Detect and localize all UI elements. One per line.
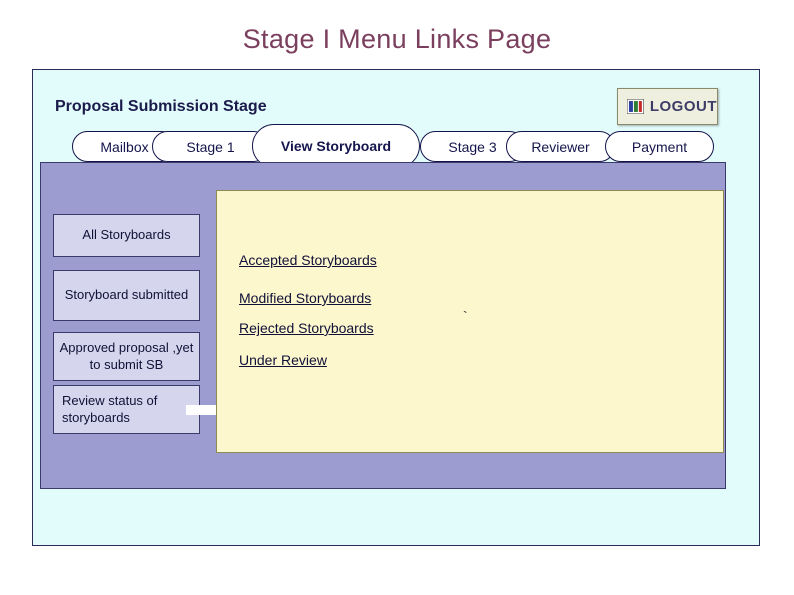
logout-label: LOGOUT (649, 98, 717, 115)
menu-button-label: All Storyboards (82, 227, 171, 243)
content-link-rejected-storyboards[interactable]: Rejected Storyboards (239, 320, 374, 336)
content-link-accepted-storyboards[interactable]: Accepted Storyboards (239, 252, 377, 268)
nav-tab-label: Reviewer (531, 138, 590, 155)
nav-tab-reviewer[interactable]: Reviewer (506, 131, 615, 162)
flag-icon (627, 99, 644, 114)
nav-tab-label: View Storyboard (280, 137, 392, 154)
menu-button-label: Review status of storyboards (62, 393, 158, 425)
section-heading: Proposal Submission Stage (55, 98, 267, 115)
menu-button-storyboard-submitted[interactable]: Storyboard submitted (53, 270, 200, 321)
nav-tab-payment[interactable]: Payment (605, 131, 714, 162)
menu-button-all-storyboards[interactable]: All Storyboards (53, 214, 200, 257)
nav-tab-label: Mailbox (100, 138, 149, 155)
menu-button-label: Approved proposal ,yet to submit SB (59, 340, 194, 372)
nav-tab-label: Stage 1 (186, 138, 235, 155)
menu-button-review-status[interactable]: Review status of storyboards (53, 385, 200, 434)
nav-tab-stage-1[interactable]: Stage 1 (152, 131, 269, 162)
content-panel (216, 190, 724, 453)
nav-tab-view-storyboard[interactable]: View Storyboard (252, 124, 420, 168)
menu-button-approved-proposal[interactable]: Approved proposal ,yet to submit SB (53, 332, 200, 381)
logout-button[interactable]: LOGOUT (617, 88, 718, 125)
content-link-under-review[interactable]: Under Review (239, 352, 327, 368)
nav-tab-label: Payment (631, 138, 688, 155)
nav-tab-label: Stage 3 (448, 138, 497, 155)
stray-mark: ` (463, 308, 468, 324)
menu-button-label: Storyboard submitted (64, 287, 189, 303)
page-title: Stage I Menu Links Page (242, 24, 552, 54)
content-link-modified-storyboards[interactable]: Modified Storyboards (239, 290, 372, 306)
